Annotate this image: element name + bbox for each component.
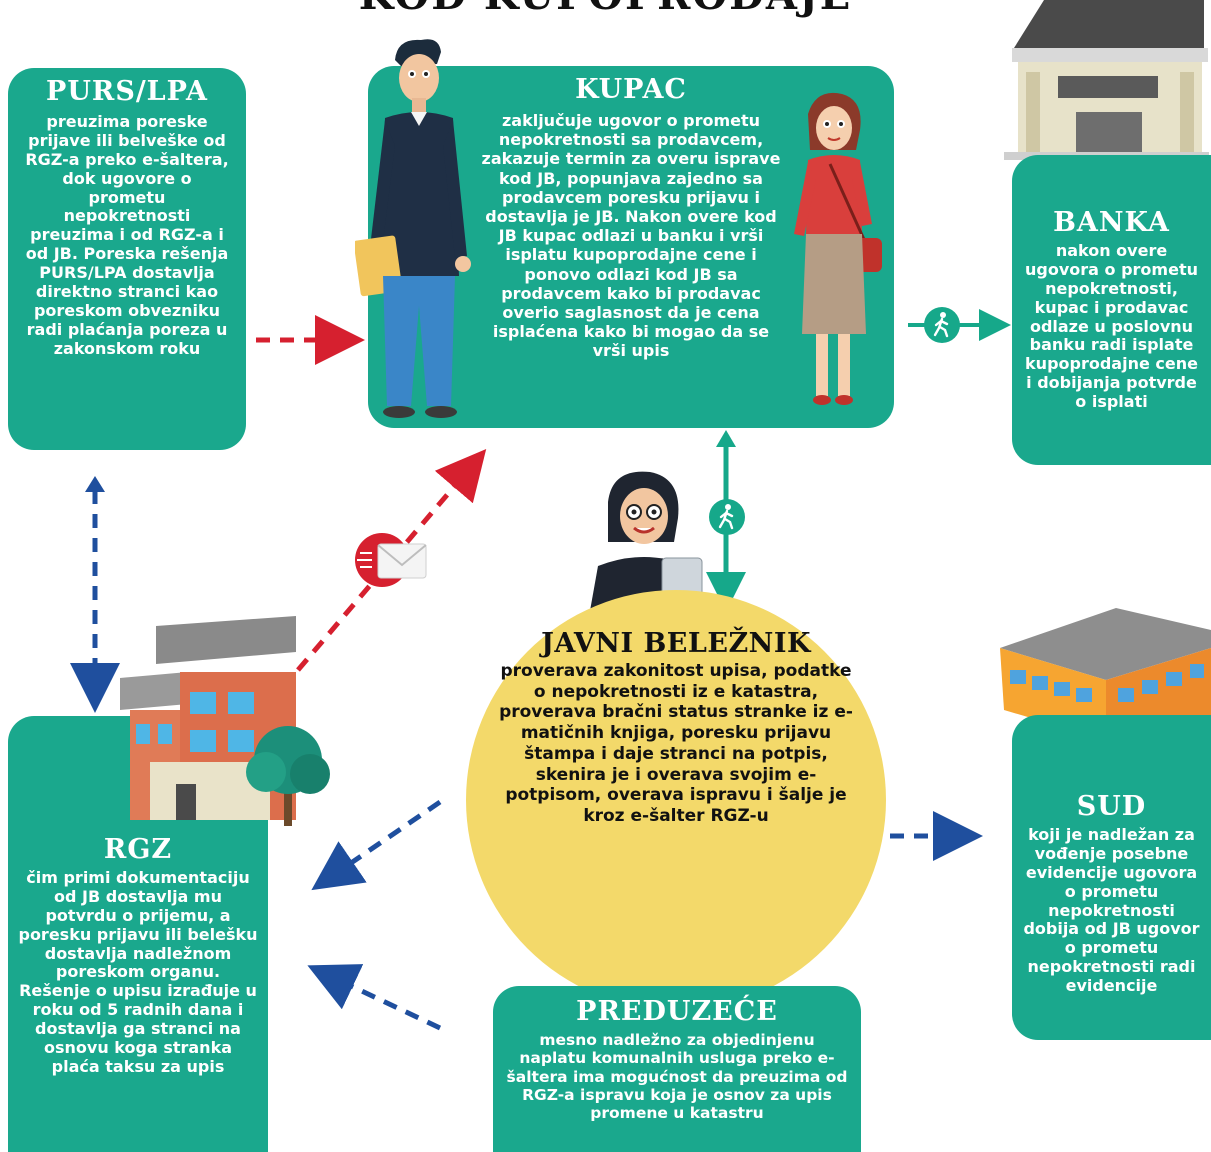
javni-circle: JAVNI BELEŽNIK proverava zakonitost upis… (466, 590, 886, 1010)
woman-figure (794, 92, 882, 405)
envelope-icon (355, 533, 427, 587)
walking-person-icon (709, 499, 745, 535)
javni-text: proverava zakonitost upisa, podatke o ne… (499, 661, 853, 827)
purs-text: preuzima poreske prijave ili belveške od… (25, 112, 229, 358)
page-title: KOD KUPOPRODAJE (0, 0, 1211, 19)
javni-title: JAVNI BELEŽNIK (541, 628, 811, 659)
banka-card: BANKA nakon overe ugovora o prometu nepo… (1012, 155, 1211, 465)
preduzece-text: mesno nadležno za objedinjenu naplatu ko… (506, 1031, 848, 1123)
walking-person-icon (924, 307, 960, 343)
sud-card: SUD koji je nadležan za vođenje posebne … (1012, 715, 1211, 1040)
banka-text: nakon overe ugovora o prometu nepokretno… (1025, 241, 1198, 411)
sud-title: SUD (1076, 791, 1147, 822)
man-figure (355, 39, 471, 418)
tree-icon (246, 726, 330, 826)
purs-title: PURS/LPA (46, 76, 208, 107)
arrow-preduzece-rgz (307, 964, 442, 1031)
banka-title: BANKA (1053, 207, 1170, 238)
arrow-javni-rgz (311, 799, 442, 891)
purs-card: PURS/LPA preuzima poreske prijave ili be… (8, 68, 246, 450)
bank-building-icon (1004, 0, 1209, 160)
sud-text: koji je nadležan za vođenje posebne evid… (1023, 825, 1200, 995)
rgz-title: RGZ (103, 834, 173, 865)
kupac-text: zaključuje ugovor o prometu nepokretnost… (481, 111, 781, 361)
rgz-text: čim primi dokumentaciju od JB dostavlja … (18, 868, 258, 1076)
preduzece-title: PREDUZEĆE (576, 996, 778, 1027)
rgz-building-icon (120, 616, 296, 820)
preduzece-card: PREDUZEĆE mesno nadležno za objedinjenu … (493, 986, 861, 1152)
kupac-title: KUPAC (575, 74, 687, 105)
